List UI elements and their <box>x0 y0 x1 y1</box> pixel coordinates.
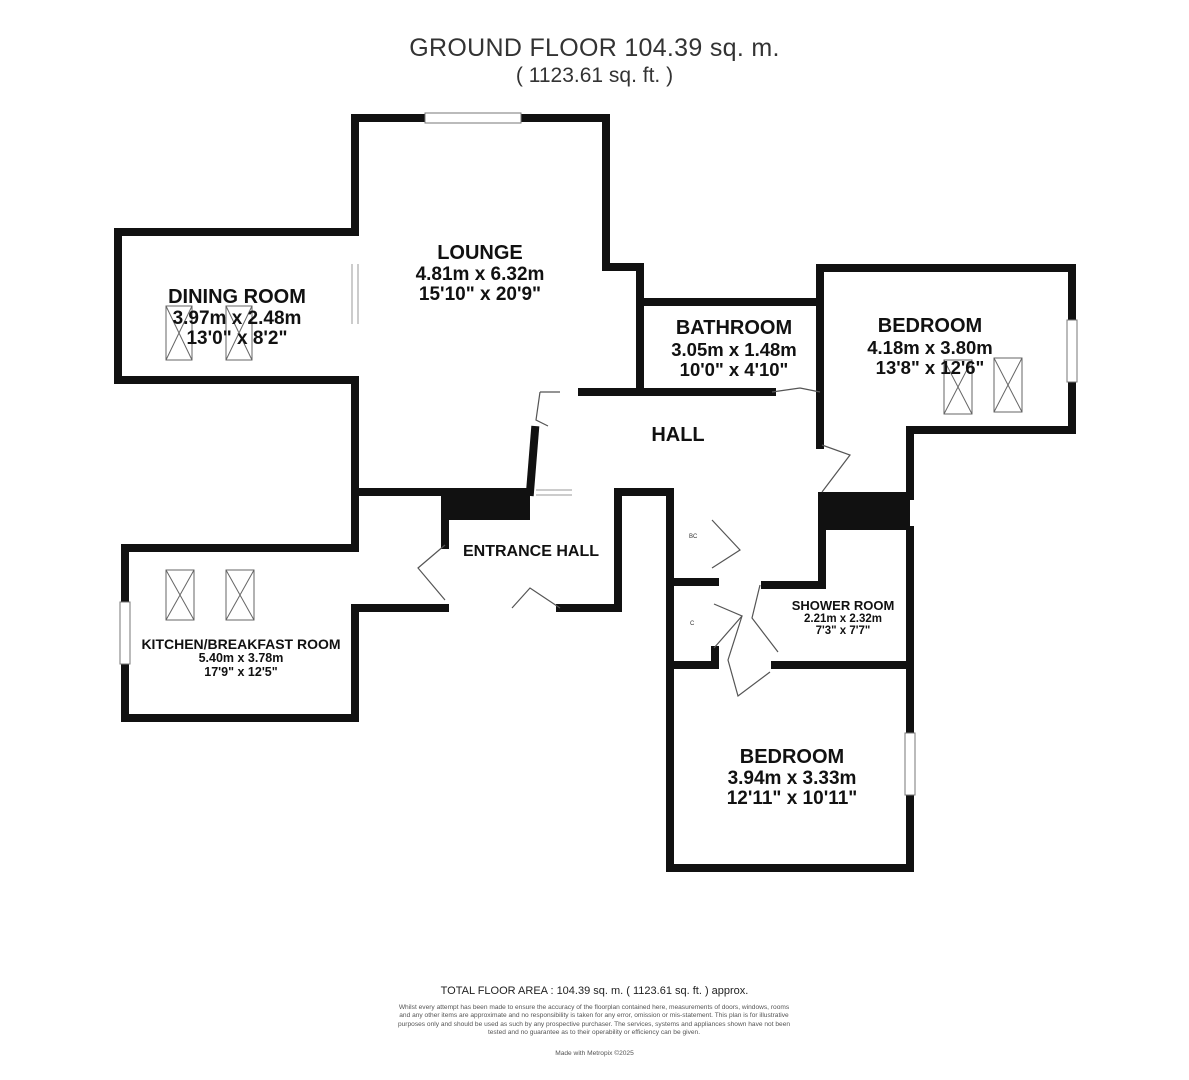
room-shower-name: SHOWER ROOM <box>791 598 895 613</box>
entrance-hall-bottom-wall <box>556 488 674 612</box>
room-bedroom-2-imperial: 12'11" x 10'11" <box>726 788 858 810</box>
openings <box>351 264 572 613</box>
room-shower-imperial: 7'3" x 7'7" <box>815 625 871 638</box>
skylights <box>165 305 1023 621</box>
room-bedroom-1-imperial: 13'8" x 12'6" <box>875 356 985 378</box>
door-bathroom <box>771 387 821 393</box>
room-lounge-metric: 4.81m x 6.32m <box>415 263 545 285</box>
room-hall-name: HALL <box>651 424 705 446</box>
room-bathroom-imperial: 10'0" x 4'10" <box>679 358 789 380</box>
door-bedroom-2 <box>727 615 771 698</box>
room-shower: SHOWER ROOM 2.21m x 2.32m 7'3" x 7'7" <box>780 598 906 638</box>
room-lounge-imperial: 15'10" x 20'9" <box>418 284 542 306</box>
room-bedroom-1: BEDROOM 4.18m x 3.80m 13'8" x 12'6" <box>830 315 1030 378</box>
room-dining-metric: 3.97m x 2.48m <box>172 307 302 329</box>
kitchen-walls <box>121 488 449 722</box>
room-lounge: LOUNGE 4.81m x 6.32m 15'10" x 20'9" <box>380 242 580 306</box>
made-with-credit: Made with Metropix ©2025 <box>555 1050 634 1057</box>
lounge-walls <box>351 114 644 306</box>
room-dining-imperial: 13'0" x 8'2" <box>186 328 288 350</box>
door-shower-room <box>751 584 779 653</box>
room-bedroom-2-name: BEDROOM <box>739 746 845 768</box>
windows <box>119 112 1078 796</box>
room-dining-name: DINING ROOM <box>168 286 306 308</box>
chimney-block-left <box>445 488 530 520</box>
skylight-dining-2 <box>225 305 253 361</box>
skylight-dining-1 <box>165 305 193 361</box>
cupboard-bc-label: BC <box>689 534 698 540</box>
room-kitchen-metric: 5.40m x 3.78m <box>198 651 284 666</box>
bedroom-1-window <box>1066 319 1078 383</box>
lounge-window <box>424 112 522 124</box>
disclaimer-text: Whilst every attempt has been made to en… <box>397 1004 791 1037</box>
total-floor-area: TOTAL FLOOR AREA : 104.39 sq. m. ( 1123.… <box>440 985 749 997</box>
door-cupboard-c <box>713 603 743 649</box>
walls <box>114 114 1076 872</box>
opening-lines <box>351 264 572 496</box>
room-bathroom-metric: 3.05m x 1.48m <box>671 338 797 360</box>
room-bathroom: BATHROOM 3.05m x 1.48m 10'0" x 4'10" <box>646 317 822 380</box>
room-bedroom-1-metric: 4.18m x 3.80m <box>867 336 993 358</box>
room-entrance-hall: ENTRANCE HALL <box>450 543 612 560</box>
door-cupboard-bc <box>711 519 741 569</box>
doors <box>417 387 851 698</box>
door-front <box>511 587 561 609</box>
room-bedroom-1-name: BEDROOM <box>877 315 983 337</box>
door-bedroom-1 <box>821 444 851 493</box>
skylight-kitchen-2 <box>225 569 255 621</box>
chimney-block-right <box>818 492 910 530</box>
room-hall: HALL <box>628 424 728 447</box>
bathroom-walls <box>636 298 824 396</box>
bedroom-2-window <box>904 732 916 796</box>
bedroom-1-walls <box>816 264 1076 500</box>
cupboard-c-label: C <box>690 621 695 627</box>
room-shower-metric: 2.21m x 2.32m <box>803 613 882 626</box>
dining-room-walls <box>114 228 359 384</box>
floor-title: GROUND FLOOR 104.39 sq. m. <box>409 34 780 62</box>
door-hall-lounge <box>535 391 560 427</box>
kitchen-window <box>119 601 131 665</box>
skylight-bedroom-2 <box>993 357 1023 413</box>
hall-left-wall <box>525 425 540 497</box>
room-bedroom-2-metric: 3.94m x 3.33m <box>727 767 857 789</box>
room-kitchen-imperial: 17'9" x 12'5" <box>204 664 278 679</box>
skylight-bedroom-1 <box>943 359 973 415</box>
room-lounge-name: LOUNGE <box>437 242 523 264</box>
room-kitchen: KITCHEN/BREAKFAST ROOM 5.40m x 3.78m 17'… <box>130 636 352 679</box>
skylight-kitchen-1 <box>165 569 195 621</box>
floor-area-imperial: ( 1123.61 sq. ft. ) <box>515 64 674 87</box>
room-dining: DINING ROOM 3.97m x 2.48m 13'0" x 8'2" <box>137 286 337 350</box>
room-entrance-hall-name: ENTRANCE HALL <box>463 543 599 560</box>
room-bathroom-name: BATHROOM <box>675 317 793 339</box>
door-entrance-hall <box>417 544 446 601</box>
room-bedroom-2: BEDROOM 3.94m x 3.33m 12'11" x 10'11" <box>692 746 892 810</box>
room-kitchen-name: KITCHEN/BREAKFAST ROOM <box>141 636 341 652</box>
